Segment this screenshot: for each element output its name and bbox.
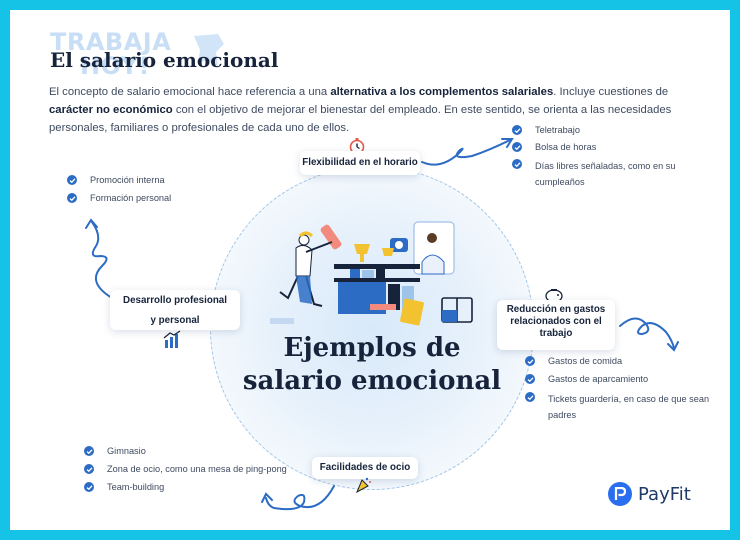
intro-paragraph: El concepto de salario emocional hace re… xyxy=(49,86,672,134)
check-icon xyxy=(512,159,522,169)
leisure-arrow-icon xyxy=(261,485,335,511)
dev-list: Promoción interna Formación personal xyxy=(67,174,227,205)
list-item: Días libres señaladas, como en su cumple… xyxy=(512,158,712,190)
center-title-line-1: Ejemplos de xyxy=(283,333,461,363)
party-popper-icon xyxy=(355,477,371,494)
list-item: Team-building xyxy=(84,481,324,494)
flex-arrow-icon xyxy=(421,138,514,166)
page-title: El salario emocional xyxy=(50,48,279,72)
dev-label-line-2: y personal xyxy=(150,315,200,326)
cost-label: Reducción en gastos relacionados con el … xyxy=(497,300,615,350)
center-title: Ejemplos de salario emocional xyxy=(242,332,502,398)
check-icon xyxy=(525,374,535,384)
check-icon xyxy=(67,175,77,185)
infographic-card: TRABAJA HOY! El salario emocional El con… xyxy=(10,10,730,530)
watermark-line-1: TRABAJA xyxy=(50,28,172,56)
growth-chart-icon xyxy=(163,330,181,348)
leisure-label: Facilidades de ocio xyxy=(312,457,418,479)
payfit-wordmark: PayFit xyxy=(638,483,691,505)
list-item: Teletrabajo xyxy=(512,124,712,137)
check-icon xyxy=(84,482,94,492)
check-icon xyxy=(512,125,522,135)
check-icon xyxy=(525,356,535,366)
list-item: Gastos de aparcamiento xyxy=(525,373,715,386)
check-icon xyxy=(84,464,94,474)
list-item: Gastos de comida xyxy=(525,355,715,368)
list-item: Gimnasio xyxy=(84,445,324,458)
list-item: Promoción interna xyxy=(67,174,227,187)
flex-list: Teletrabajo Bolsa de horas Días libres s… xyxy=(512,124,712,190)
check-icon xyxy=(525,392,535,402)
list-item: Bolsa de horas xyxy=(512,141,712,154)
center-title-line-2: salario emocional xyxy=(242,366,502,396)
list-item: Zona de ocio, como una mesa de ping-pong xyxy=(84,463,324,476)
check-icon xyxy=(512,142,522,152)
list-item: Formación personal xyxy=(67,192,227,205)
watermark-map-icon xyxy=(194,34,224,66)
cost-list: Gastos de comida Gastos de aparcamiento … xyxy=(525,355,715,423)
payfit-mark-icon xyxy=(608,482,632,506)
list-item: Tickets guardería, en caso de que sean p… xyxy=(525,391,715,423)
flex-label: Flexibilidad en el horario xyxy=(300,151,420,175)
dev-arrow-icon xyxy=(85,218,113,299)
people-shelves-illustration xyxy=(270,221,473,326)
cost-arrow-icon xyxy=(619,317,679,352)
stopwatch-icon xyxy=(349,138,365,155)
check-icon xyxy=(84,446,94,456)
check-icon xyxy=(67,193,77,203)
watermark-logo: TRABAJA HOY! xyxy=(50,28,224,86)
watermark-line-2: HOY! xyxy=(80,52,150,80)
dev-label: Desarrollo profesional y personal xyxy=(110,290,240,330)
payfit-logo: PayFit xyxy=(608,482,691,506)
dev-label-line-1: Desarrollo profesional xyxy=(123,295,227,306)
leisure-list: Gimnasio Zona de ocio, como una mesa de … xyxy=(84,445,324,494)
